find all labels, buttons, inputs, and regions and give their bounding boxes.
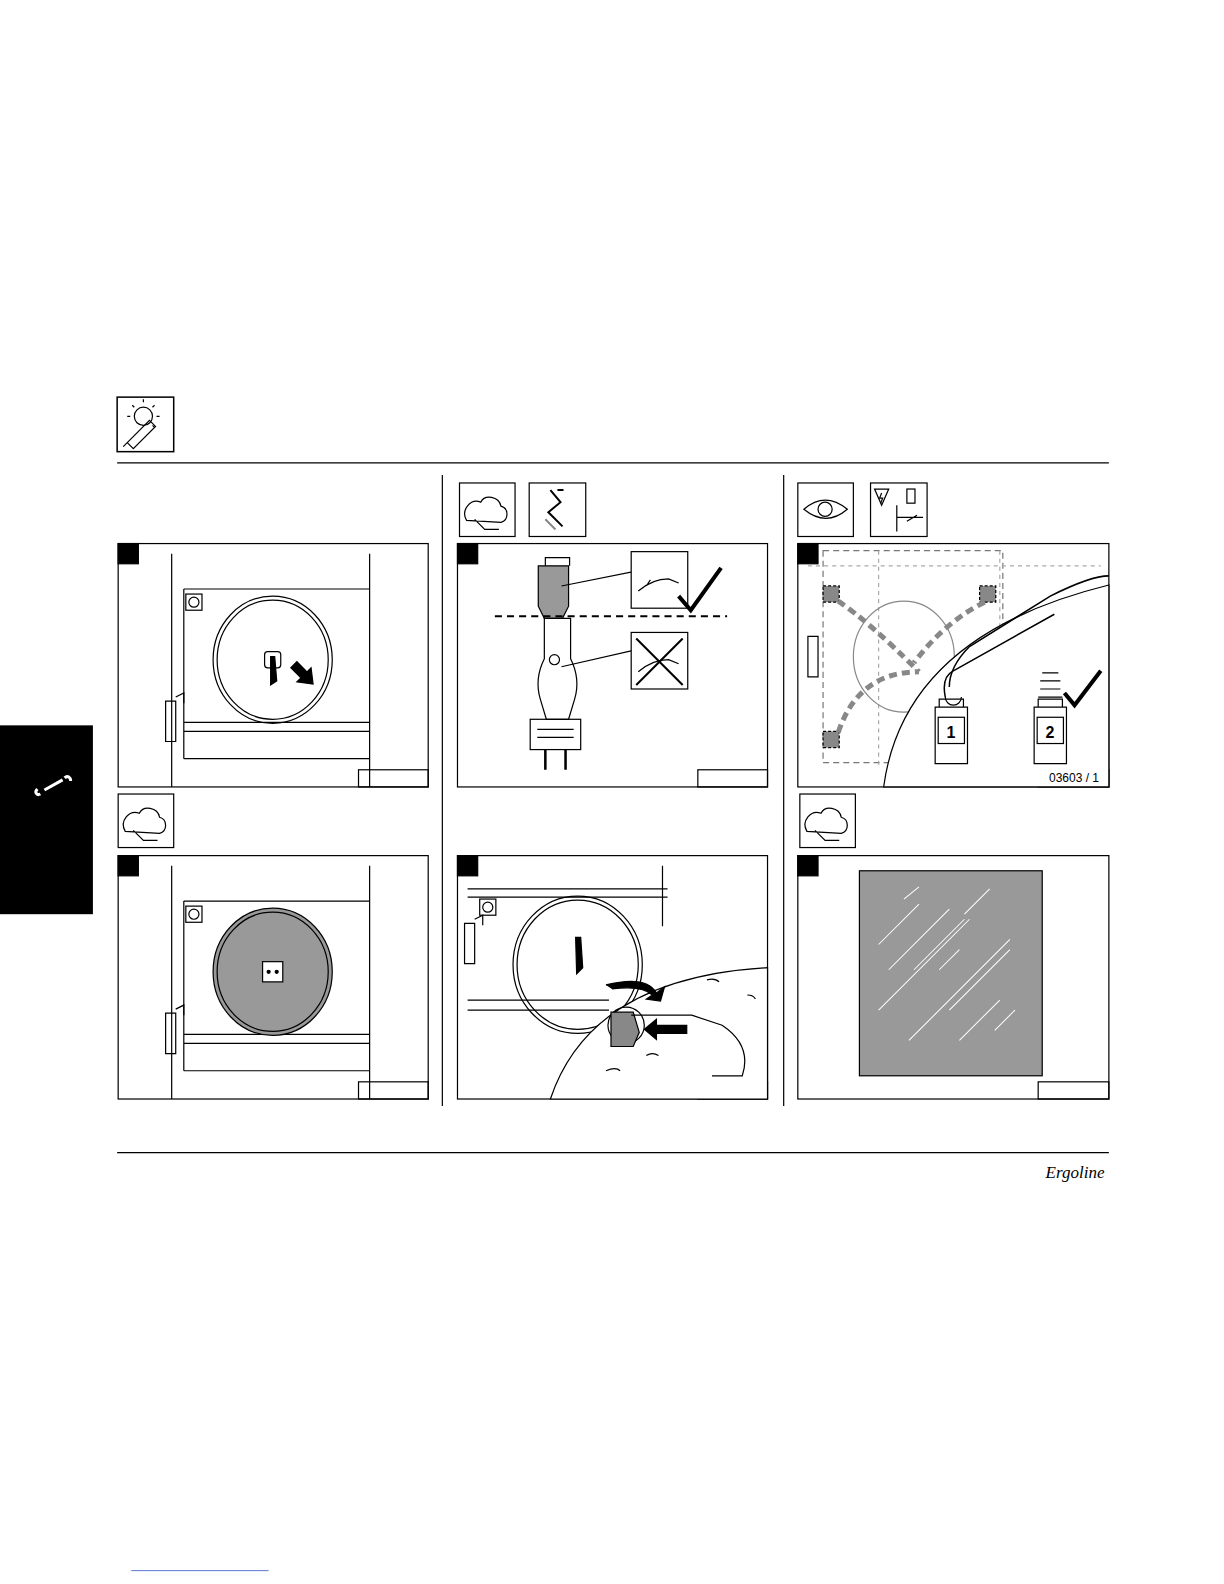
filter-check	[808, 551, 1109, 787]
clean-icon	[118, 483, 855, 848]
bottle-number: 2	[1046, 725, 1055, 741]
eye-icon	[798, 483, 854, 537]
service-tab	[0, 725, 93, 914]
lamp-insertion	[465, 866, 768, 1099]
panel-frames	[118, 544, 1109, 1099]
glass-pane	[859, 871, 1042, 1076]
lamp-handling	[495, 552, 727, 770]
power-off-icon	[871, 483, 928, 537]
lamp-icon	[117, 397, 174, 452]
rotate-icon	[529, 483, 586, 537]
reflector-scene	[166, 866, 370, 1099]
reflector-scene	[166, 554, 370, 787]
brand-logo: Ergoline	[1046, 1164, 1105, 1181]
bottle-number: 1	[947, 725, 956, 741]
figure-number: 03603 / 1	[1049, 772, 1099, 784]
